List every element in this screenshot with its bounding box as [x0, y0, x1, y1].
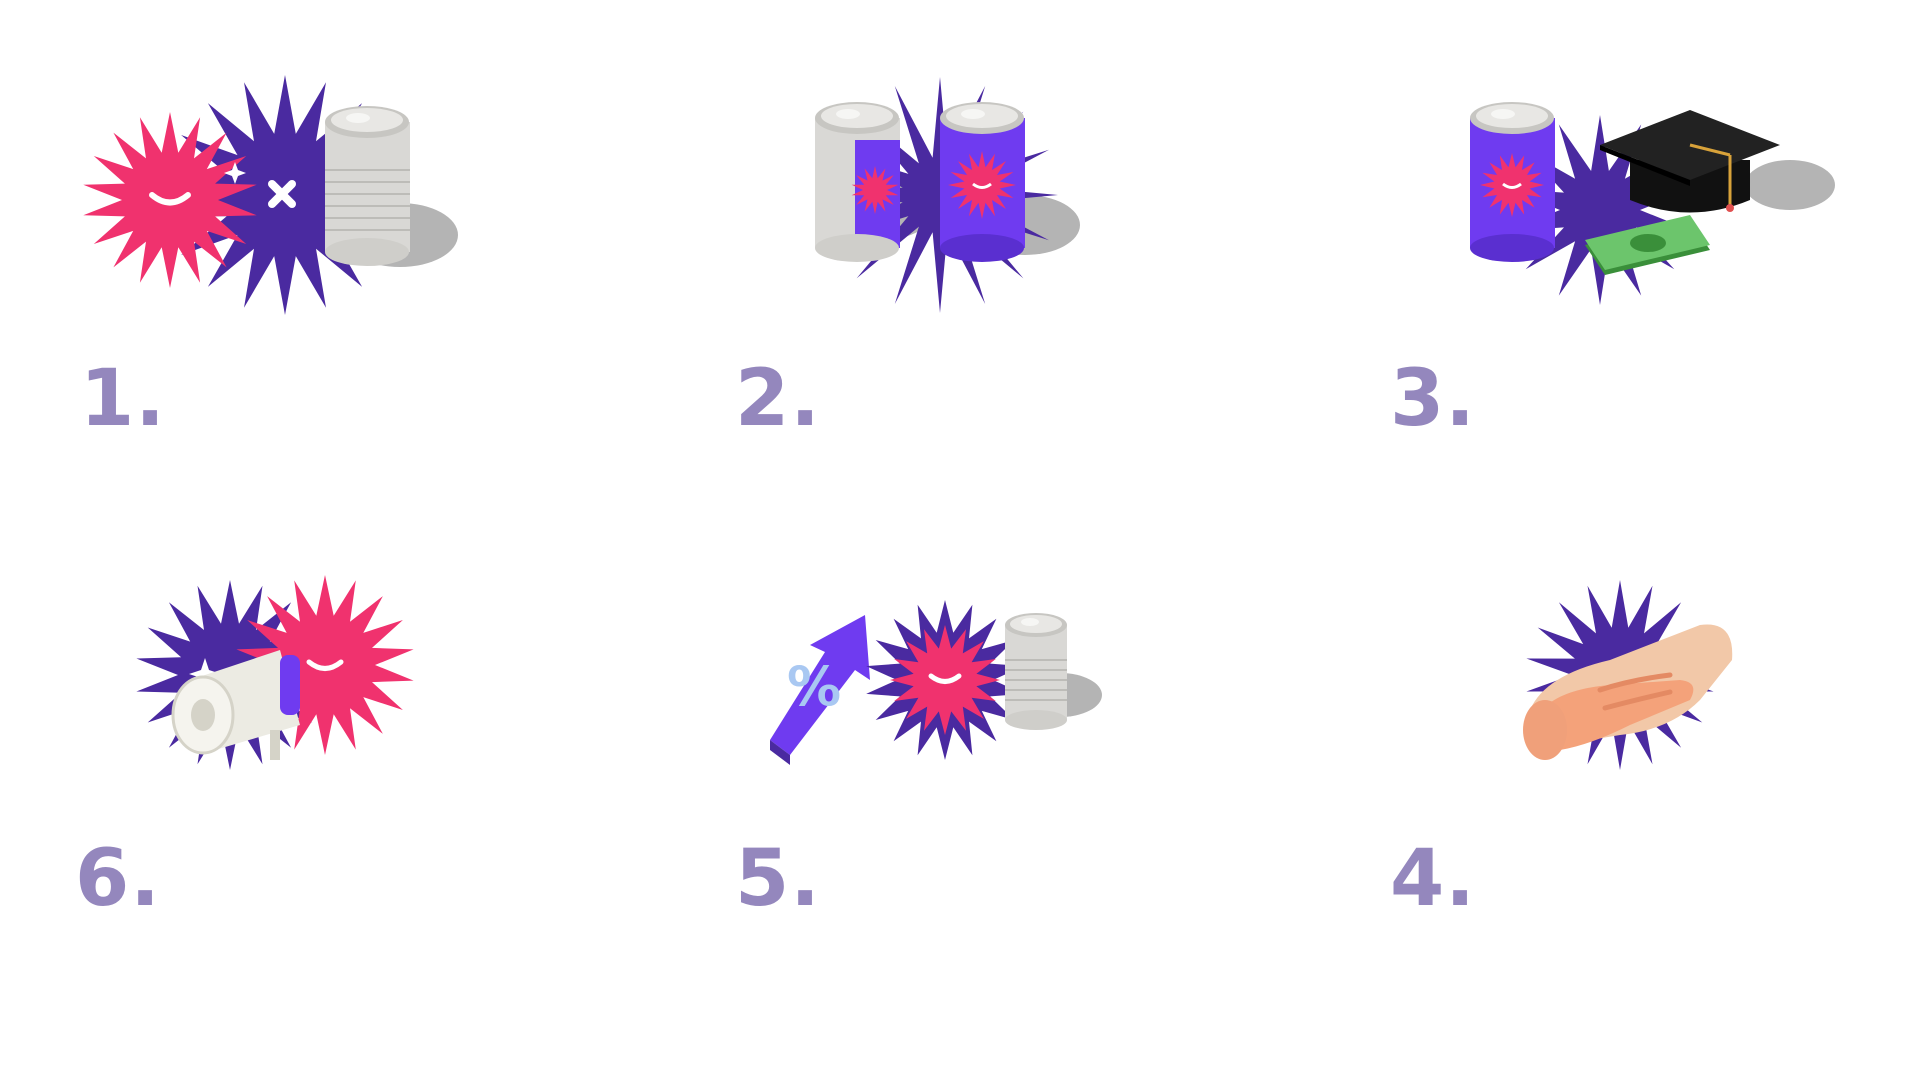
graduation-cap-icon — [1600, 110, 1780, 213]
percent-arrow-icon: % — [770, 615, 870, 765]
money-bill-icon — [1585, 215, 1710, 275]
labeled-tin-can-icon — [940, 102, 1025, 262]
smile-icon — [149, 192, 191, 206]
step-4-illustration — [1523, 580, 1733, 770]
step-5-illustration: % — [770, 600, 1102, 765]
megaphone-icon — [171, 650, 300, 760]
labeled-tin-can-icon — [1470, 102, 1555, 262]
step-2-illustration — [815, 77, 1080, 313]
smile-icon — [306, 659, 344, 671]
sparkle-icon — [189, 658, 221, 690]
step-number: 3. — [1390, 354, 1476, 444]
step-4: 4. — [1370, 540, 1920, 918]
step-1-illustration — [83, 75, 458, 315]
sparkle-icon — [224, 162, 246, 184]
step-5: % 5. — [715, 540, 1275, 918]
step-number: 1. — [80, 354, 166, 444]
step-6-illustration — [136, 575, 414, 770]
step-number: 2. — [735, 354, 821, 444]
step-3: 3. — [1370, 60, 1920, 438]
tin-can-icon — [325, 106, 410, 266]
handshake-icon — [1523, 624, 1733, 760]
tin-can-icon — [1005, 613, 1067, 730]
cap-shadow — [1745, 160, 1835, 210]
percent-icon: % — [787, 655, 841, 718]
step-number: 6. — [75, 834, 161, 924]
smile-icon — [928, 673, 962, 684]
step-number: 4. — [1390, 834, 1476, 924]
step-6: 6. — [55, 540, 615, 918]
half-labeled-tin-can-icon — [815, 102, 900, 262]
purple-starburst-icon — [1507, 115, 1693, 305]
step-1: 1. — [60, 60, 620, 438]
step-number: 5. — [735, 834, 821, 924]
step-3-illustration — [1470, 102, 1835, 305]
x-mark-icon — [268, 180, 296, 208]
step-2: 2. — [715, 60, 1275, 438]
